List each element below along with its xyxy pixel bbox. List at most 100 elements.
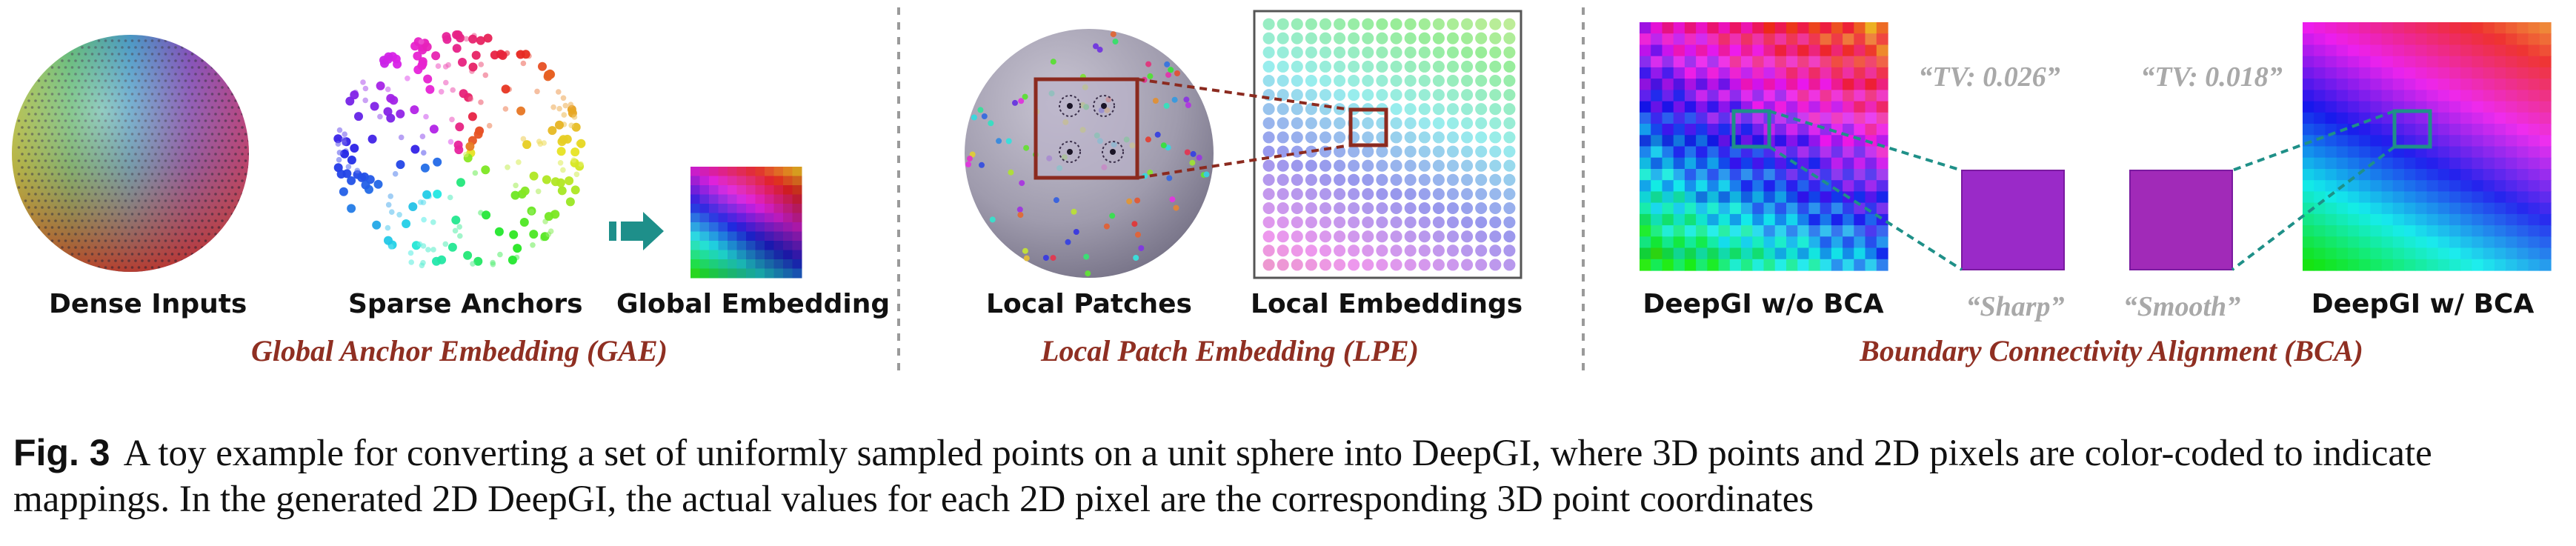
deepgi-pixel <box>2506 112 2517 124</box>
sphere-anchor-dot <box>1093 43 1099 50</box>
embedding-cell <box>1376 46 1388 59</box>
embedding-pixel <box>783 213 793 223</box>
deepgi-pixel <box>1718 157 1731 170</box>
deepgi-pixel <box>1843 213 1854 226</box>
deepgi-pixel <box>2449 90 2461 102</box>
anchor-point <box>342 131 348 137</box>
lpe-section-title: Local Patch Embedding (LPE) <box>1041 334 1419 367</box>
deepgi-pixel <box>2426 213 2439 226</box>
deepgi-pixel <box>1808 33 1821 46</box>
deepgi-pixel <box>2347 90 2360 102</box>
deepgi-pixel <box>1797 44 1810 57</box>
deepgi-pixel <box>2415 213 2428 226</box>
embedding-cell <box>1418 89 1431 101</box>
deepgi-pixel <box>1820 157 1832 170</box>
sphere-anchor-dot <box>1154 131 1161 138</box>
sparse-anchors-label: Sparse Anchors <box>348 289 583 319</box>
deepgi-pixel <box>1729 124 1742 136</box>
embedding-cell <box>1334 259 1346 271</box>
deepgi-pixel <box>2528 79 2540 90</box>
deepgi-pixel <box>1843 157 1854 170</box>
anchor-point <box>529 171 539 181</box>
deepgi-pixel <box>1752 213 1765 226</box>
sphere-anchor-dot <box>1166 175 1173 182</box>
deepgi-pixel <box>2370 146 2383 159</box>
deepgi-pixel <box>2483 56 2495 68</box>
embedding-cell <box>1461 216 1474 229</box>
deepgi-pixel <box>1707 157 1720 170</box>
teal-link-left-top <box>1768 110 1963 172</box>
embedding-cell <box>1376 32 1388 44</box>
embedding-pixel <box>699 250 710 260</box>
deepgi-pixel <box>1662 169 1674 181</box>
deepgi-pixel <box>2494 180 2506 193</box>
embedding-cell <box>1334 60 1346 73</box>
deepgi-pixel <box>1696 101 1708 113</box>
deepgi-pixel <box>2415 56 2428 68</box>
deepgi-pixel <box>1696 124 1708 136</box>
embedding-pixel <box>699 194 710 204</box>
deepgi-pixel <box>2472 236 2484 249</box>
deepgi-pixel <box>1865 90 1877 102</box>
embedding-cell <box>1461 103 1474 116</box>
deepgi-pixel <box>1752 157 1765 170</box>
deepgi-pixel <box>2483 213 2495 226</box>
deepgi-pixel <box>1707 236 1720 249</box>
embedding-cell <box>1334 117 1346 130</box>
deepgi-pixel <box>1876 202 1888 215</box>
anchor-point <box>556 147 566 156</box>
embedding-cell <box>1348 46 1360 59</box>
dense-point <box>247 126 249 129</box>
deepgi-pixel <box>1684 202 1697 215</box>
deepgi-pixel <box>2483 79 2495 90</box>
embedding-cell <box>1305 216 1317 229</box>
deepgi-pixel <box>2415 180 2428 193</box>
embedding-cell <box>1277 159 1289 172</box>
sphere-anchor-dot <box>1133 255 1139 261</box>
sphere-anchor-dot <box>1053 197 1059 204</box>
deepgi-pixel <box>2314 135 2326 147</box>
deepgi-pixel <box>1831 112 1843 124</box>
deepgi-pixel <box>2539 169 2552 181</box>
embedding-pixel <box>728 167 737 176</box>
deepgi-pixel <box>2370 236 2383 249</box>
embedding-cell <box>1277 216 1289 229</box>
embedding-cell <box>1489 145 1502 158</box>
embedding-cell <box>1334 187 1346 200</box>
deepgi-pixel <box>1729 213 1742 226</box>
embedding-pixel <box>736 194 747 204</box>
anchor-point <box>422 42 432 52</box>
deepgi-pixel <box>1797 146 1810 159</box>
anchor-point <box>520 136 527 142</box>
deepgi-pixel <box>2370 22 2383 34</box>
deepgi-pixel <box>2483 247 2495 260</box>
deepgi-pixel <box>1865 259 1877 271</box>
deepgi-pixel <box>1808 56 1821 68</box>
anchor-point <box>417 61 427 70</box>
local-patches-sphere <box>965 29 1214 278</box>
deepgi-pixel <box>1843 79 1854 90</box>
deepgi-pixel <box>1662 213 1674 226</box>
deepgi-pixel <box>2472 67 2484 79</box>
embedding-cell <box>1291 145 1303 158</box>
embedding-cell <box>1305 202 1317 215</box>
deepgi-pixel <box>1865 124 1877 136</box>
deepgi-pixel <box>1876 236 1888 249</box>
deepgi-pixel <box>1786 67 1798 79</box>
embedding-cell <box>1503 230 1516 243</box>
deepgi-pixel <box>2460 79 2473 90</box>
anchor-point <box>408 202 418 211</box>
sphere-anchor-dot <box>1071 208 1077 215</box>
embedding-cell <box>1475 18 1488 30</box>
embedding-cell <box>1489 46 1502 59</box>
anchor-point <box>384 52 393 61</box>
deepgi-pixel <box>1808 247 1821 260</box>
embedding-cell <box>1418 131 1431 144</box>
deepgi-pixel <box>2517 146 2529 159</box>
deepgi-pixel <box>1673 33 1685 46</box>
deepgi-pixel <box>2359 22 2371 34</box>
deepgi-pixel <box>1651 191 1663 204</box>
deepgi-pixel <box>1820 169 1832 181</box>
deepgi-pixel <box>2449 157 2461 170</box>
deepgi-pixel <box>2381 157 2394 170</box>
